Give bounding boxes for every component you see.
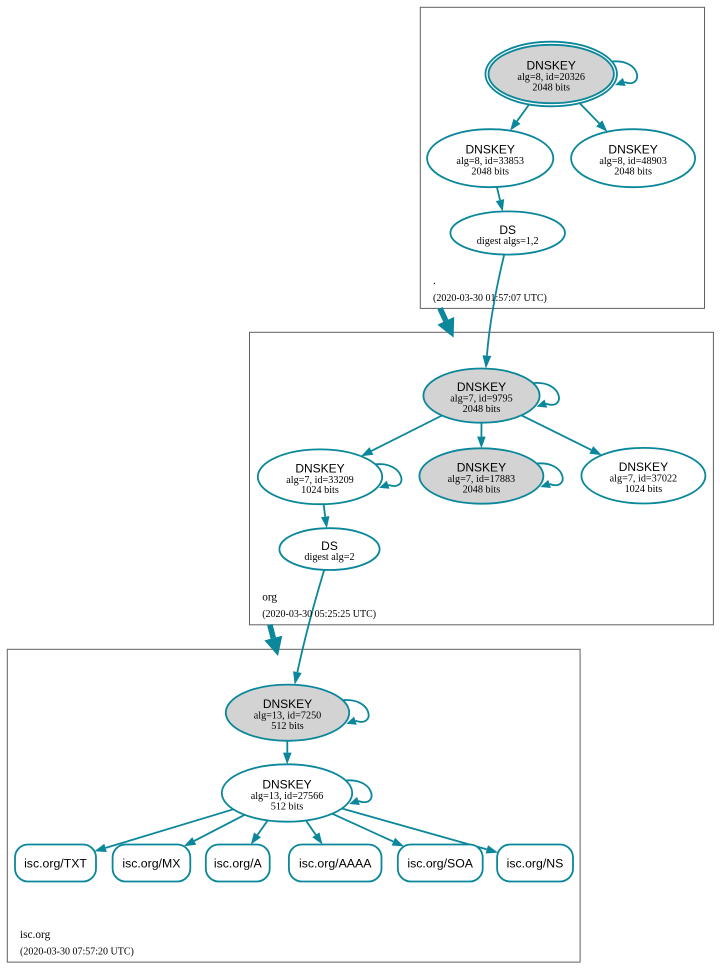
- svg-text:2048 bits: 2048 bits: [532, 82, 570, 93]
- svg-text:DNSKEY: DNSKEY: [295, 461, 344, 475]
- svg-text:isc.org/TXT: isc.org/TXT: [24, 856, 87, 870]
- svg-text:org: org: [262, 592, 277, 604]
- svg-text:(2020-03-30 05:25:25 UTC): (2020-03-30 05:25:25 UTC): [262, 609, 376, 620]
- svg-text:digest alg=2: digest alg=2: [304, 552, 354, 563]
- svg-text:isc.org/MX: isc.org/MX: [122, 856, 180, 870]
- svg-text:isc.org/AAAA: isc.org/AAAA: [299, 856, 372, 870]
- svg-text:DNSKEY: DNSKEY: [457, 380, 506, 394]
- svg-text:1024 bits: 1024 bits: [625, 484, 663, 495]
- svg-text:DNSKEY: DNSKEY: [608, 143, 657, 157]
- svg-text:DNSKEY: DNSKEY: [457, 461, 506, 475]
- svg-text:512 bits: 512 bits: [271, 721, 304, 732]
- svg-text:DNSKEY: DNSKEY: [263, 697, 312, 711]
- svg-text:isc.org/A: isc.org/A: [214, 856, 263, 870]
- svg-text:512 bits: 512 bits: [271, 801, 304, 812]
- svg-text:isc.org/SOA: isc.org/SOA: [407, 856, 473, 870]
- svg-text:2048 bits: 2048 bits: [614, 167, 652, 178]
- svg-text:2048 bits: 2048 bits: [471, 167, 509, 178]
- svg-text:DNSKEY: DNSKEY: [619, 460, 668, 474]
- svg-text:digest algs=1,2: digest algs=1,2: [477, 236, 539, 247]
- svg-text:DNSKEY: DNSKEY: [527, 59, 576, 73]
- svg-text:1024 bits: 1024 bits: [301, 485, 339, 496]
- svg-text:(2020-03-30 07:57:20 UTC): (2020-03-30 07:57:20 UTC): [20, 947, 134, 958]
- svg-text:2048 bits: 2048 bits: [463, 484, 501, 495]
- svg-text:DNSKEY: DNSKEY: [262, 778, 311, 792]
- svg-text:DNSKEY: DNSKEY: [466, 143, 515, 157]
- svg-text:.: .: [433, 275, 436, 287]
- svg-text:isc.org: isc.org: [20, 929, 51, 941]
- svg-text:DS: DS: [499, 223, 516, 237]
- svg-text:DS: DS: [321, 539, 338, 553]
- svg-text:2048 bits: 2048 bits: [463, 404, 501, 415]
- svg-text:(2020-03-30 01:57:07 UTC): (2020-03-30 01:57:07 UTC): [433, 293, 547, 304]
- svg-text:isc.org/NS: isc.org/NS: [507, 856, 564, 870]
